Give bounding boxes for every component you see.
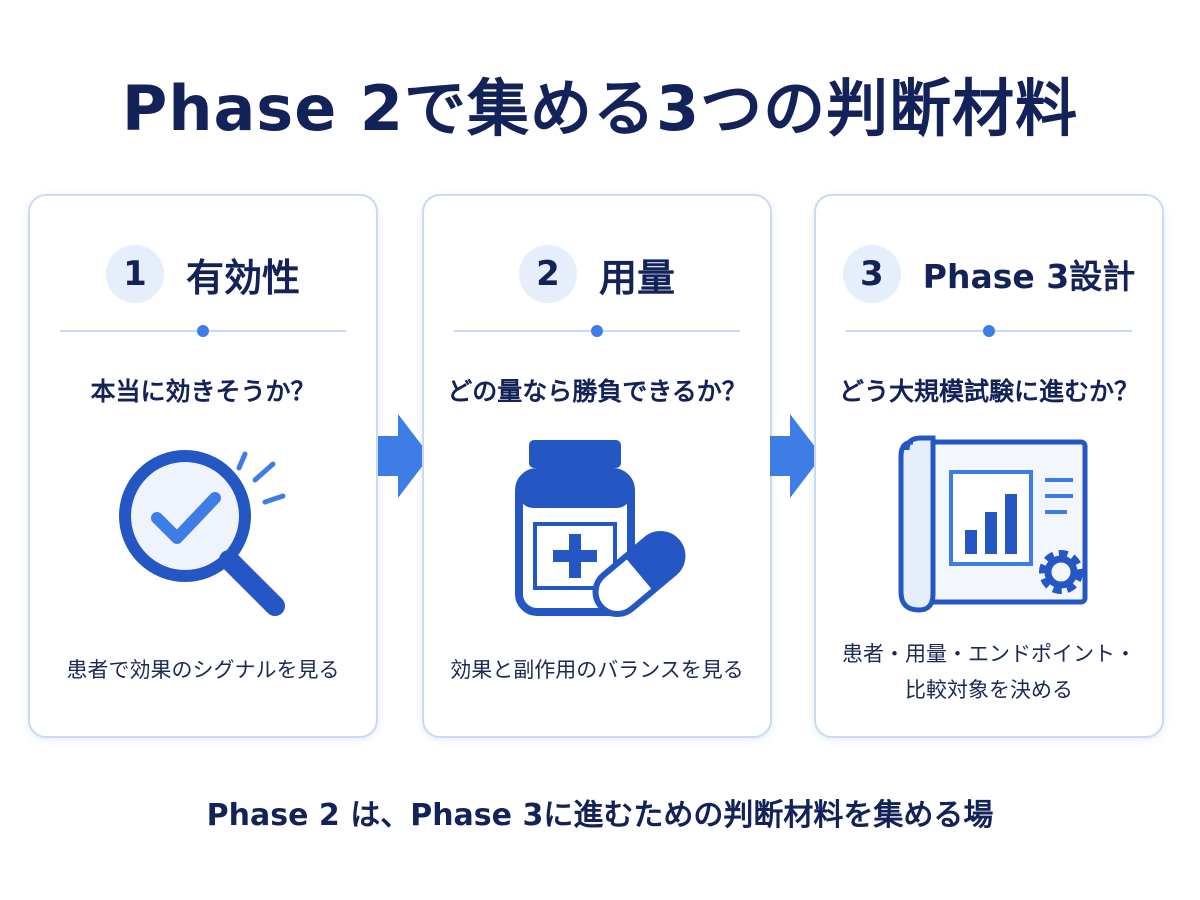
divider xyxy=(846,325,1132,337)
card-description: 効果と副作用のバランスを見る xyxy=(450,658,744,682)
step-number: 2 xyxy=(518,245,577,303)
arrow-right-icon xyxy=(378,414,430,498)
magnifier-check-icon xyxy=(105,434,305,624)
card-description: 患者で効果のシグナルを見る xyxy=(66,658,340,682)
card-title: 有効性 xyxy=(185,255,300,300)
divider xyxy=(60,325,346,337)
card-description: 患者・用量・エンドポイント・ 比較対象を決める xyxy=(816,636,1162,708)
card-phase3-design: 3 Phase 3設計 どう大規模試験に進むか？ 患者・用量・エンドポイント・ … xyxy=(814,194,1164,738)
card-question: どの量なら勝負できるか？ xyxy=(447,377,747,406)
card-efficacy: 1 有効性 本当に効きそうか？ 患者で効果のシグナルを見る xyxy=(28,194,378,738)
divider-dot xyxy=(197,325,209,337)
card-question: どう大規模試験に進むか？ xyxy=(838,377,1139,406)
page-title: Phase 2で集める3つの判断材料 xyxy=(121,72,1079,145)
card-title: Phase 3設計 xyxy=(922,257,1136,296)
divider-dot xyxy=(591,325,603,337)
step-number: 1 xyxy=(105,245,164,303)
blueprint-chart-gear-icon xyxy=(891,434,1091,624)
card-description-line: 比較対象を決める xyxy=(905,678,1073,702)
card-question: 本当に効きそうか？ xyxy=(90,377,316,406)
medicine-bottle-capsule-icon xyxy=(499,434,699,624)
card-title: 用量 xyxy=(598,255,675,300)
footer-summary: Phase 2 は、Phase 3に進むための判断材料を集める場 xyxy=(206,798,994,833)
divider-dot xyxy=(983,325,995,337)
card-description-line: 患者・用量・エンドポイント・ xyxy=(842,642,1136,666)
arrow-right-icon xyxy=(770,414,822,498)
card-header: 3 Phase 3設計 xyxy=(816,242,1162,306)
card-header: 2 用量 xyxy=(424,242,770,306)
card-dose: 2 用量 どの量なら勝負できるか？ 効果と副作用のバランスを見る xyxy=(422,194,772,738)
card-header: 1 有効性 xyxy=(30,242,376,306)
divider xyxy=(454,325,740,337)
step-number: 3 xyxy=(842,245,901,303)
